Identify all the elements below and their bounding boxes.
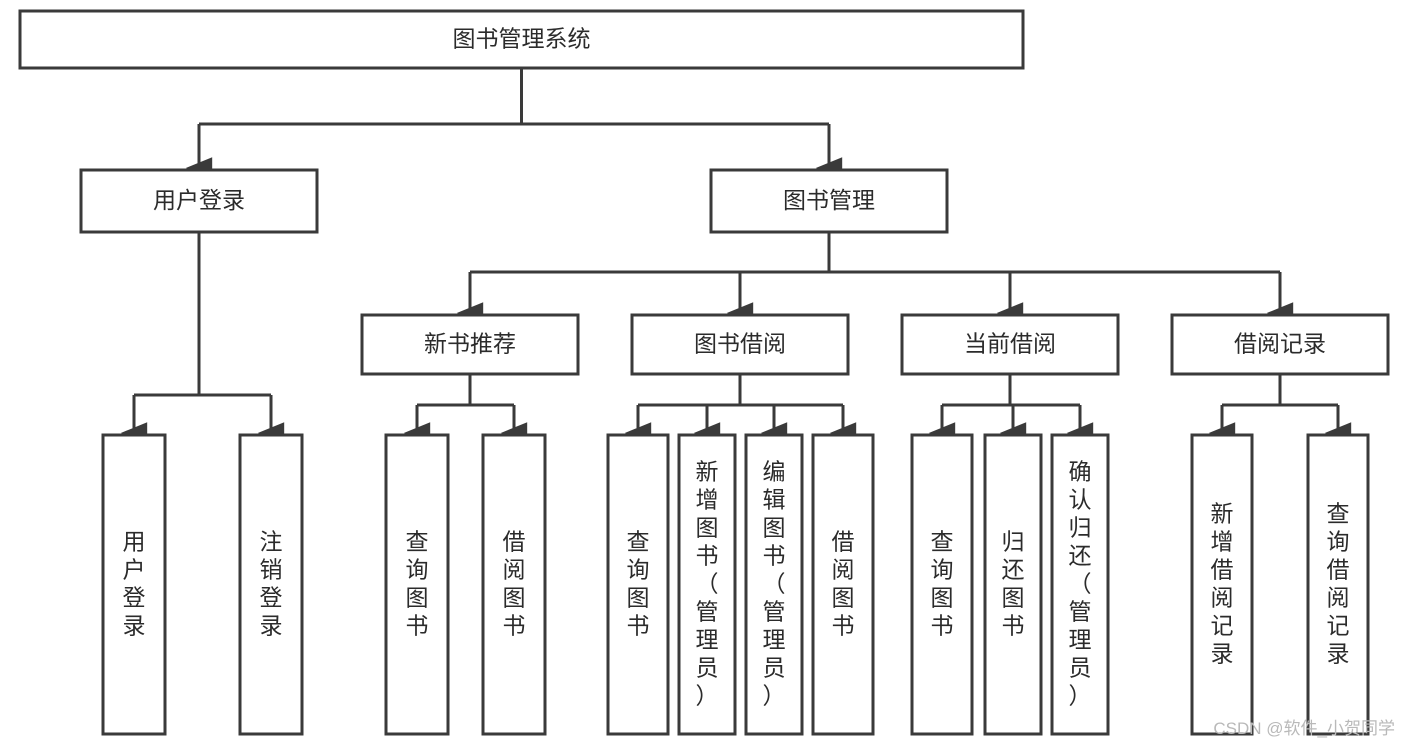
node-leaf-query-book-rec[interactable]: 查询图书 (384, 433, 450, 736)
node-label-leaf-query-borrow-rec: 查询借阅记录 (1327, 501, 1350, 667)
node-box-leaf-borrow-book (811, 433, 875, 736)
connector-layer (120, 68, 1352, 444)
node-leaf-query-book[interactable]: 查询图书 (606, 433, 670, 736)
node-label-borrow-record: 借阅记录 (1234, 331, 1326, 357)
node-book-manage[interactable]: 图书管理 (709, 168, 949, 234)
node-leaf-return-book[interactable]: 归还图书 (983, 433, 1043, 736)
node-label-book-manage: 图书管理 (783, 187, 875, 213)
node-label-leaf-edit-book: 编辑图书（管理员） (763, 459, 786, 709)
node-label-leaf-query-book-rec: 查询图书 (406, 529, 429, 639)
node-leaf-confirm-return[interactable]: 确认归还（管理员） (1050, 433, 1110, 736)
node-box-borrow-record (1170, 313, 1390, 376)
node-leaf-add-book[interactable]: 新增图书（管理员） (677, 433, 737, 736)
node-box-leaf-borrow-book-rec (481, 433, 547, 736)
node-leaf-edit-book[interactable]: 编辑图书（管理员） (744, 433, 804, 736)
node-label-current-borrow: 当前借阅 (964, 331, 1056, 357)
node-box-leaf-query-book-cur (910, 433, 974, 736)
node-label-user-login: 用户登录 (153, 187, 245, 213)
node-label-leaf-user-logout: 注销登录 (260, 529, 283, 639)
node-leaf-user-logout[interactable]: 注销登录 (238, 433, 304, 736)
node-new-book-rec[interactable]: 新书推荐 (360, 313, 580, 376)
node-label-new-book-rec: 新书推荐 (424, 331, 516, 357)
node-box-book-borrow (630, 313, 850, 376)
node-label-leaf-return-book: 归还图书 (1002, 529, 1025, 639)
node-box-leaf-query-book (606, 433, 670, 736)
node-layer: 图书管理系统用户登录图书管理新书推荐图书借阅当前借阅借阅记录用户登录注销登录查询… (18, 9, 1390, 736)
node-user-login[interactable]: 用户登录 (79, 168, 319, 234)
node-box-leaf-confirm-return (1050, 433, 1110, 736)
node-label-leaf-add-book: 新增图书（管理员） (696, 459, 719, 709)
node-current-borrow[interactable]: 当前借阅 (900, 313, 1120, 376)
node-box-leaf-return-book (983, 433, 1043, 736)
node-borrow-record[interactable]: 借阅记录 (1170, 313, 1390, 376)
node-leaf-query-borrow-rec[interactable]: 查询借阅记录 (1306, 433, 1370, 736)
node-box-current-borrow (900, 313, 1120, 376)
node-box-new-book-rec (360, 313, 580, 376)
node-label-leaf-query-book-cur: 查询图书 (931, 529, 954, 639)
node-box-leaf-edit-book (744, 433, 804, 736)
node-box-book-manage (709, 168, 949, 234)
node-root[interactable]: 图书管理系统 (18, 9, 1025, 70)
node-box-leaf-add-borrow-rec (1190, 433, 1254, 736)
node-box-leaf-query-borrow-rec (1306, 433, 1370, 736)
node-leaf-query-book-cur[interactable]: 查询图书 (910, 433, 974, 736)
node-label-book-borrow: 图书借阅 (694, 331, 786, 357)
node-box-root (18, 9, 1025, 70)
node-book-borrow[interactable]: 图书借阅 (630, 313, 850, 376)
node-box-user-login (79, 168, 319, 234)
node-label-leaf-confirm-return: 确认归还（管理员） (1069, 459, 1092, 709)
node-box-leaf-user-logout (238, 433, 304, 736)
node-label-leaf-user-login: 用户登录 (123, 529, 146, 639)
node-leaf-add-borrow-rec[interactable]: 新增借阅记录 (1190, 433, 1254, 736)
node-leaf-borrow-book-rec[interactable]: 借阅图书 (481, 433, 547, 736)
node-box-leaf-user-login (101, 433, 167, 736)
node-leaf-user-login[interactable]: 用户登录 (101, 433, 167, 736)
node-label-leaf-borrow-book-rec: 借阅图书 (503, 529, 526, 639)
node-box-leaf-add-book (677, 433, 737, 736)
node-label-leaf-borrow-book: 借阅图书 (832, 529, 855, 639)
node-label-root: 图书管理系统 (453, 26, 591, 52)
node-leaf-borrow-book[interactable]: 借阅图书 (811, 433, 875, 736)
node-label-leaf-query-book: 查询图书 (627, 529, 650, 639)
node-box-leaf-query-book-rec (384, 433, 450, 736)
node-label-leaf-add-borrow-rec: 新增借阅记录 (1211, 501, 1234, 667)
